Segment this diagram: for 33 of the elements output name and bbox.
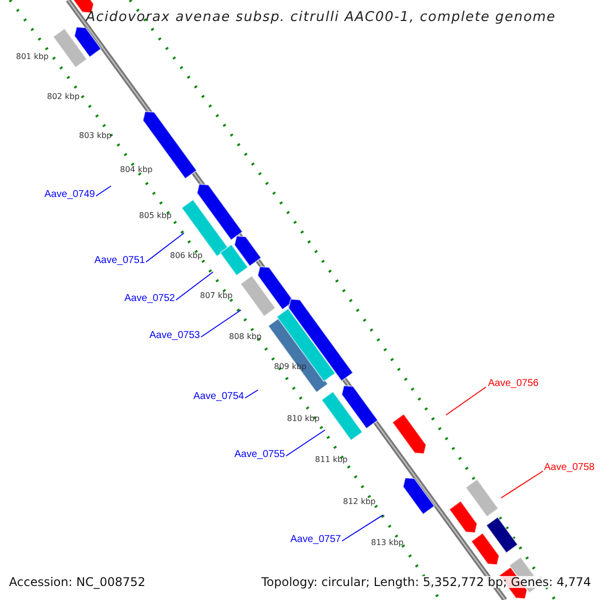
gene-label: Aave_0756 <box>488 379 539 389</box>
position-label: 812 kbp <box>343 498 376 506</box>
position-label: 807 kbp <box>200 292 233 300</box>
position-label: 813 kbp <box>371 539 404 547</box>
leader-line <box>200 310 242 338</box>
leader-line <box>244 390 258 398</box>
gene-label: Aave_0755 <box>234 450 285 460</box>
leader-line <box>342 514 384 542</box>
leader-line <box>286 430 326 456</box>
position-label: 802 kbp <box>47 93 80 101</box>
leader-line <box>500 470 544 498</box>
gene-label: Aave_0752 <box>124 294 175 304</box>
position-label: 806 kbp <box>170 252 203 260</box>
gene-label: Aave_0757 <box>290 535 341 545</box>
leader-line <box>96 186 112 196</box>
gene-label: Aave_0751 <box>94 256 145 266</box>
genome-info-text: Topology: circular; Length: 5,352,772 bp; Genes: 4,774 <box>261 576 591 588</box>
gene-label: Aave_0749 <box>44 190 95 200</box>
gene-label: Aave_0758 <box>544 463 595 473</box>
position-label: 811 kbp <box>315 456 348 464</box>
gene-label: Aave_0753 <box>149 331 200 341</box>
title: Acidovorax avenae subsp. citrulli AAC00-1, complete genome <box>86 11 556 24</box>
position-label: 805 kbp <box>139 212 172 220</box>
accession-text: Accession: NC_008752 <box>9 576 146 588</box>
leader-line <box>176 272 214 300</box>
leader-line <box>146 232 184 262</box>
position-label: 803 kbp <box>79 132 112 140</box>
position-label: 810 kbp <box>287 415 320 423</box>
position-label: 801 kbp <box>16 53 49 61</box>
position-label: 808 kbp <box>229 333 262 341</box>
position-label: 804 kbp <box>120 166 153 174</box>
gene-label: Aave_0754 <box>193 392 244 402</box>
leader-line <box>446 386 486 416</box>
